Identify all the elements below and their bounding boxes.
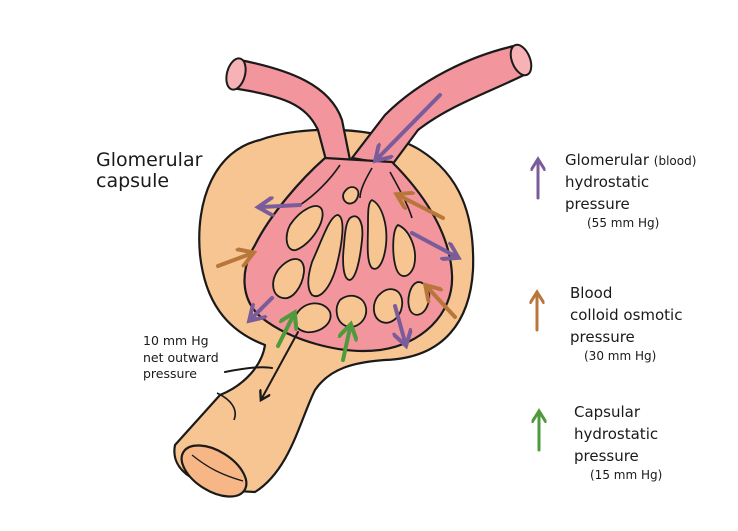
net-outward-pressure-arrow: [224, 331, 299, 398]
legend-glomerular-line2: hydrostatic: [565, 172, 650, 191]
purple-arrow-bottom: [395, 304, 405, 342]
legend-glomerular-value: (55 mm Hg): [587, 216, 660, 231]
legend-capsular-line1: Capsular: [574, 403, 641, 421]
capsule-label-line2: capsule: [96, 170, 170, 193]
capsule-label: Glomerular capsule: [96, 149, 203, 193]
tubule-opening: [180, 444, 248, 498]
legend-colloid-line1: Blood: [570, 284, 613, 302]
capsular-hydrostatic-arrows: [276, 316, 350, 362]
legend-colloid-line3: pressure: [570, 327, 635, 346]
legend-colloid-value: (30 mm Hg): [584, 349, 657, 364]
brown-arrow-upper-right: [400, 196, 445, 220]
legend-capsular-line3: pressure: [574, 446, 639, 465]
legend-capsular-line2: hydrostatic: [574, 424, 659, 443]
colloid-osmotic-arrows: [216, 196, 457, 319]
legend-colloid-line2: colloid osmotic: [570, 305, 683, 324]
net-pressure-line2: pressure: [143, 366, 197, 381]
net-pressure-label: 10 mm Hg net outward pressure: [143, 333, 219, 383]
legend-glomerular-aside: (blood): [653, 154, 697, 168]
brown-arrow-lower-right: [428, 288, 457, 319]
net-pressure-line1: net outward: [143, 349, 219, 365]
legend-glomerular-label: Glomerular (blood) hydrostatic pressure …: [565, 150, 696, 233]
capsule-label-line1: Glomerular: [96, 149, 203, 171]
green-arrow-left: [276, 316, 293, 348]
net-pressure-value: 10 mm Hg: [143, 333, 209, 348]
legend-colloid-label: Blood colloid osmotic pressure (30 mm Hg…: [570, 283, 682, 366]
legend-capsular-label: Capsular hydrostatic pressure (15 mm Hg): [574, 402, 662, 485]
legend-capsular-value: (15 mm Hg): [590, 468, 663, 483]
glomerular-hydrostatic-arrows: [252, 93, 455, 342]
brown-arrow-left: [216, 254, 250, 268]
legend-glomerular-line3: pressure: [565, 194, 630, 213]
purple-arrow-upper-left: [262, 205, 302, 207]
purple-arrow-right: [410, 231, 455, 256]
legend-glomerular-line1: Glomerular: [565, 151, 650, 169]
afferent-arteriole: [350, 43, 533, 167]
green-arrow-right: [343, 328, 350, 362]
purple-arrow-lower-left: [252, 296, 274, 318]
purple-arrow-afferent-flow: [378, 93, 442, 158]
